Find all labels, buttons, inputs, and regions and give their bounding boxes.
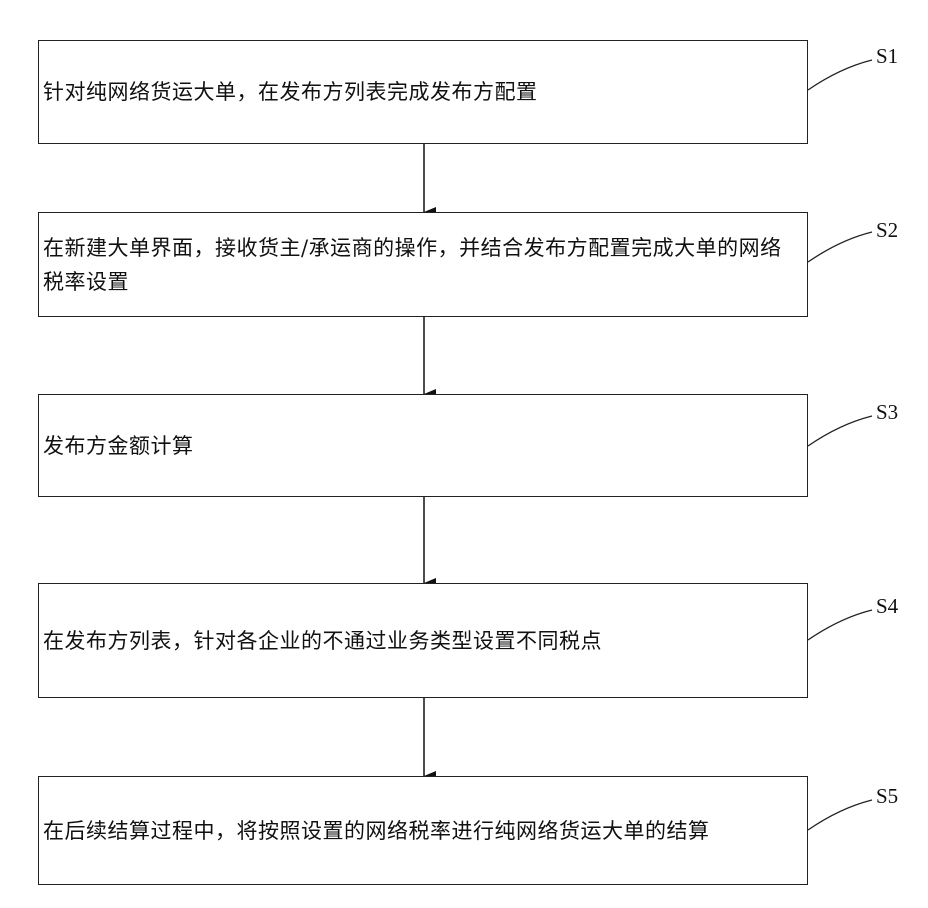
step-label-s5: S5 [876,784,898,809]
leader-s3 [808,416,872,446]
step-box-s1: 针对纯网络货运大单，在发布方列表完成发布方配置 [38,40,808,144]
step-box-s2: 在新建大单界面，接收货主/承运商的操作，并结合发布方配置完成大单的网络税率设置 [38,212,808,317]
step-text-s5: 在后续结算过程中，将按照设置的网络税率进行纯网络货运大单的结算 [43,814,710,848]
leader-s4 [808,610,872,640]
step-box-s4: 在发布方列表，针对各企业的不通过业务类型设置不同税点 [38,583,808,698]
leader-s1 [808,60,872,90]
leader-s5 [808,800,872,830]
step-label-s2: S2 [876,218,898,243]
step-text-s1: 针对纯网络货运大单，在发布方列表完成发布方配置 [43,75,538,109]
step-label-s4: S4 [876,594,898,619]
step-box-s5: 在后续结算过程中，将按照设置的网络税率进行纯网络货运大单的结算 [38,776,808,885]
step-label-s3: S3 [876,400,898,425]
step-text-s2: 在新建大单界面，接收货主/承运商的操作，并结合发布方配置完成大单的网络税率设置 [43,231,797,299]
step-box-s3: 发布方金额计算 [38,394,808,497]
leader-s2 [808,232,872,262]
step-text-s4: 在发布方列表，针对各企业的不通过业务类型设置不同税点 [43,624,602,658]
step-text-s3: 发布方金额计算 [43,429,194,463]
step-label-s1: S1 [876,44,898,69]
